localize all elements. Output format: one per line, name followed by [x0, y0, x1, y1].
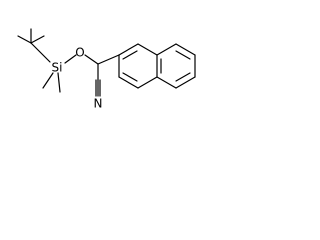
- bond-tbu-quaternary-methyl-right: [30, 35, 45, 44]
- ring-a-bond-5: [118, 76, 139, 89]
- ring-a-inner-double-1: [122, 50, 138, 60]
- bond-si-methyl-down: [57, 72, 61, 93]
- ring-b-bond-4: [175, 76, 196, 89]
- atom-label-silicon: Si: [52, 61, 63, 75]
- ring-b-inner-double-3: [175, 72, 191, 82]
- bond-tbu-quaternary-methyl-left: [17, 35, 32, 44]
- structure-canvas: O Si N: [0, 0, 242, 133]
- bond-tbu-to-silicon: [30, 42, 51, 63]
- bond-si-to-oxygen: [64, 54, 77, 64]
- bond-si-methyl-left: [42, 72, 54, 89]
- ring-a-bond-2: [137, 43, 158, 56]
- atom-label-nitrile-nitrogen: N: [94, 97, 103, 111]
- ring-b-bond-2: [175, 43, 196, 56]
- ring-a-bond-4: [137, 76, 158, 89]
- molecule-structure: O Si N: [17, 28, 196, 111]
- ring-b-inner-double-2: [175, 50, 191, 60]
- bond-ch-to-naphthyl: [97, 54, 120, 65]
- atom-label-oxygen: O: [75, 46, 84, 60]
- ring-a-bond-1: [118, 43, 139, 56]
- bond-lines: [17, 28, 196, 97]
- ring-b-bond-5: [156, 76, 177, 89]
- ring-a-inner-double-2: [122, 72, 138, 82]
- ring-b-bond-1: [156, 43, 177, 56]
- bond-oxygen-to-ch: [84, 54, 99, 65]
